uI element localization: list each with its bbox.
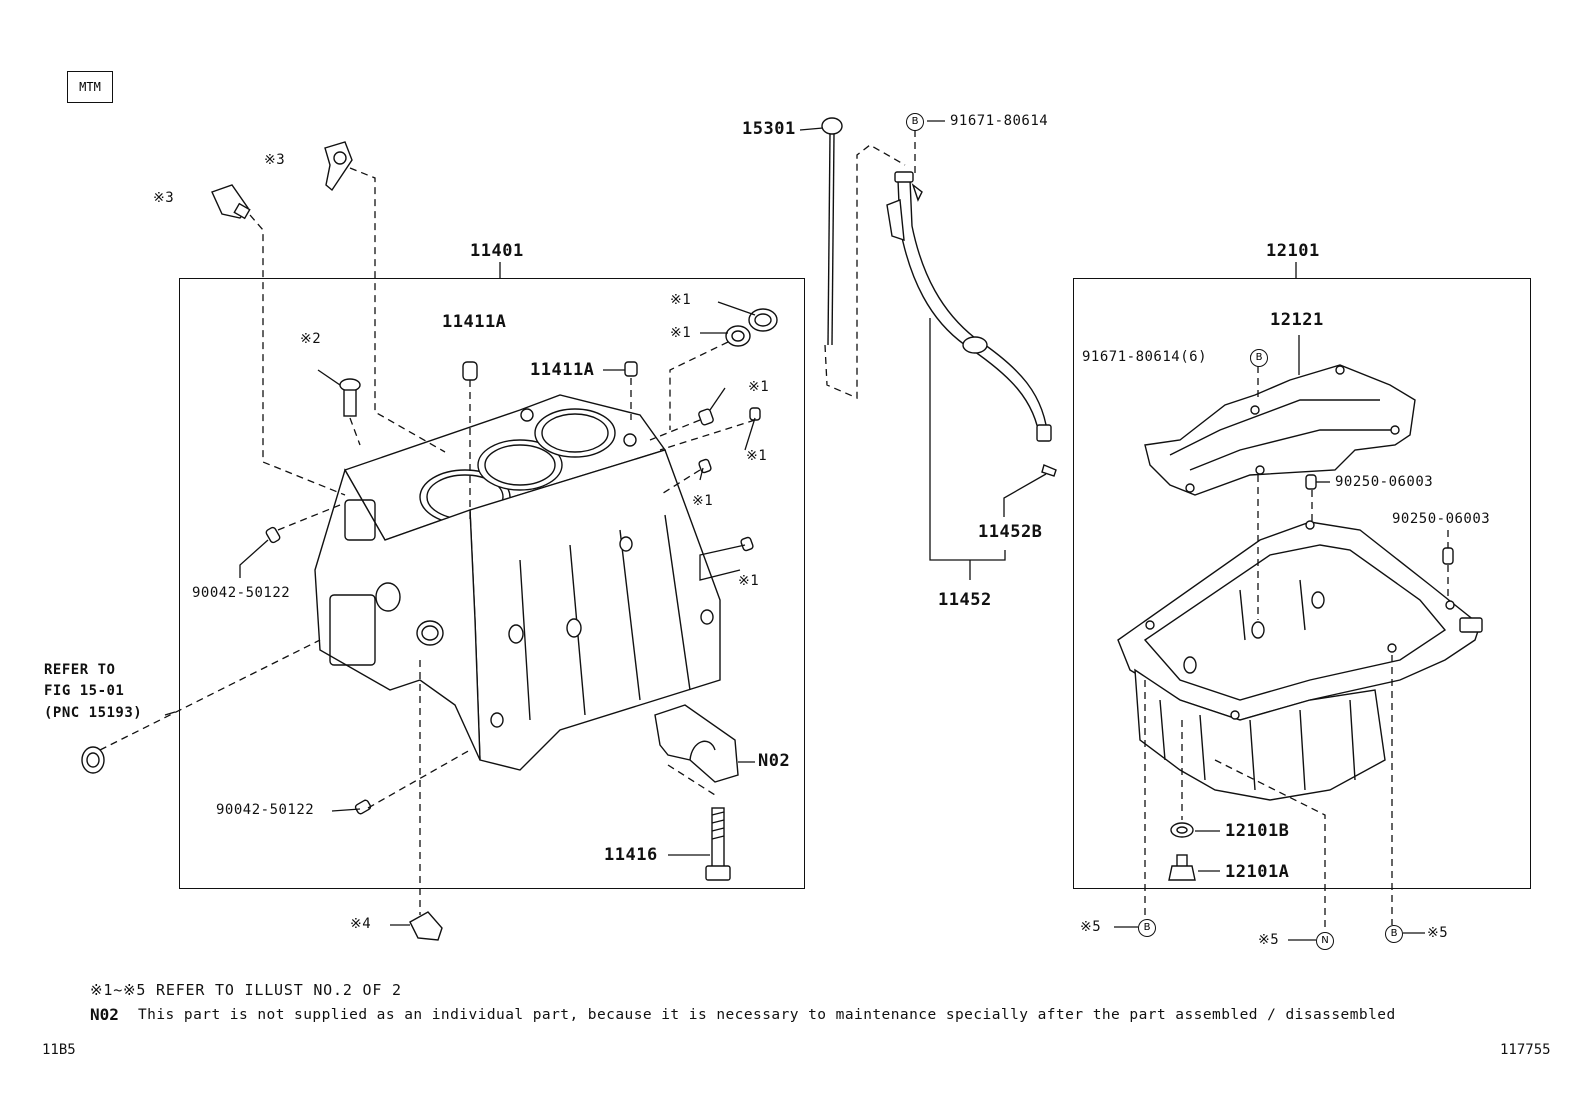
part-label-12101a[interactable]: 12101A [1225, 862, 1290, 882]
marker-b: B [1385, 925, 1403, 943]
mtm-tag: MTM [67, 71, 113, 103]
marker-n: N [1316, 932, 1334, 950]
refer-fig-link[interactable]: FIG 15-01 [44, 683, 125, 699]
ref-label-x5: ※5 [1258, 932, 1280, 948]
part-label-90042-50122[interactable]: 90042-50122 [192, 585, 291, 601]
part-label-11452[interactable]: 11452 [938, 590, 992, 610]
knock-sensor-icon [324, 141, 353, 192]
ref-label-x1: ※1 [738, 573, 760, 589]
ref-label-x3: ※3 [264, 152, 286, 168]
part-label-12121[interactable]: 12121 [1270, 310, 1324, 330]
part-label-91671-80614[interactable]: 91671-80614 [950, 113, 1049, 129]
refer-pnc-label: (PNC 15193) [44, 705, 143, 721]
engine-block-frame [179, 278, 805, 889]
ref-label-x2: ※2 [300, 331, 322, 347]
part-label-15301[interactable]: 15301 [742, 119, 796, 139]
oil-pan-title[interactable]: 12101 [1266, 241, 1320, 261]
n02-note-code: N02 [90, 1005, 119, 1024]
o-ring-icon [1041, 464, 1057, 477]
drain-gasket-icon [1170, 822, 1194, 838]
baffle-plate-icon [1144, 364, 1416, 496]
refer-to-label: REFER TO [44, 662, 116, 678]
ref-label-x3: ※3 [153, 190, 175, 206]
part-label-90250-06003[interactable]: 90250-06003 [1392, 511, 1491, 527]
dipstick-icon [821, 117, 843, 346]
oil-pan-icon [1117, 520, 1483, 801]
oil-pressure-switch-icon [211, 184, 251, 220]
engine-block-title[interactable]: 11401 [470, 241, 524, 261]
ref-label-x5: ※5 [1080, 919, 1102, 935]
dowel-pin-icon [265, 361, 761, 815]
oil-jet-icon [339, 378, 361, 417]
dipstick-guide-icon [886, 171, 1052, 442]
ref-label-x1: ※1 [670, 325, 692, 341]
bearing-cap-icon [654, 704, 739, 783]
part-label-91671-80614-6[interactable]: 91671-80614(6) [1082, 349, 1208, 365]
refer-note: ※1~※5 REFER TO ILLUST NO.2 OF 2 [90, 981, 402, 999]
part-label-11411a-right[interactable]: 11411A [530, 360, 595, 380]
union-clip-icon [409, 911, 443, 941]
ref-label-x5: ※5 [1427, 925, 1449, 941]
part-label-11416[interactable]: 11416 [604, 845, 658, 865]
oil-pan-frame [1073, 278, 1531, 889]
ref-label-x1: ※1 [670, 292, 692, 308]
ref-label-x1: ※1 [746, 448, 768, 464]
marker-b: B [1250, 349, 1268, 367]
part-label-90042-50122[interactable]: 90042-50122 [216, 802, 315, 818]
footer-left-code: 11B5 [42, 1042, 76, 1058]
ref-label-x4: ※4 [350, 916, 372, 932]
part-label-n02[interactable]: N02 [758, 751, 791, 771]
oil-seal-icon [81, 746, 105, 774]
part-label-90250-06003[interactable]: 90250-06003 [1335, 474, 1434, 490]
ref-label-x1: ※1 [692, 493, 714, 509]
part-label-11452b[interactable]: 11452B [978, 522, 1043, 542]
part-label-11411a-left[interactable]: 11411A [442, 312, 507, 332]
ref-label-x1: ※1 [748, 379, 770, 395]
n02-note-text: This part is not supplied as an individu… [138, 1007, 1396, 1023]
marker-b: B [1138, 919, 1156, 937]
bolt-icon [705, 807, 731, 881]
footer-right-code: 117755 [1500, 1042, 1551, 1058]
plug-icon [725, 308, 778, 347]
marker-b: B [906, 113, 924, 131]
drain-plug-icon [1168, 854, 1196, 881]
part-label-12101b[interactable]: 12101B [1225, 821, 1290, 841]
cylinder-block-icon [314, 394, 721, 771]
